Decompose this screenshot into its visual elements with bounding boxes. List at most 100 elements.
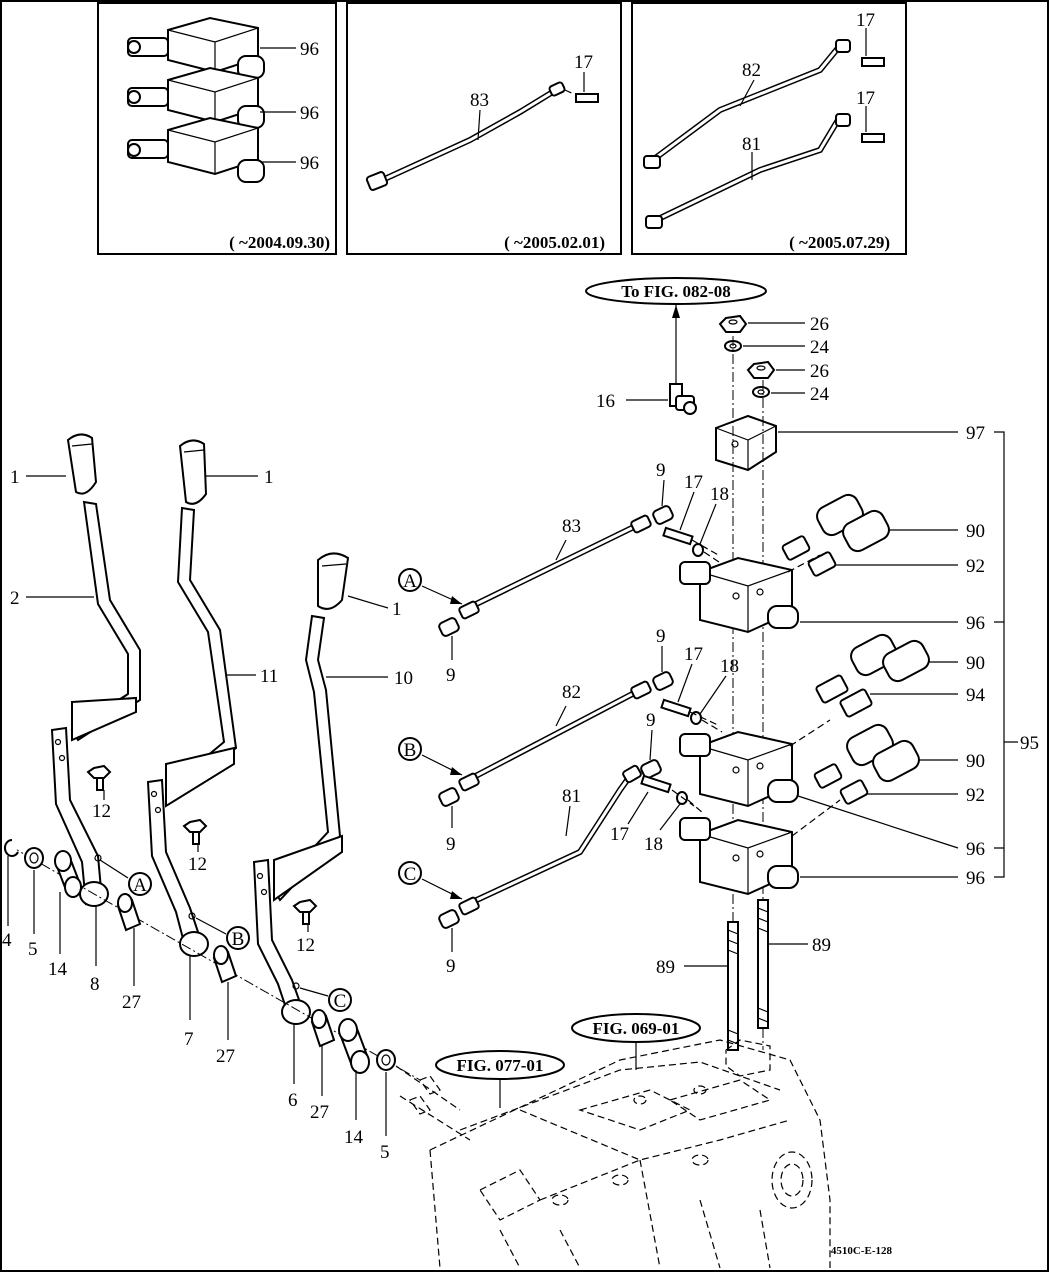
callout-89b: 89	[812, 935, 831, 956]
bushing-14-b	[338, 1018, 370, 1074]
callout-83: 83	[562, 516, 581, 537]
arm-7	[146, 778, 209, 957]
callout-92b: 92	[966, 785, 985, 806]
svg-text:B: B	[232, 929, 245, 950]
callout-16: 16	[596, 391, 615, 412]
callout-5b: 5	[380, 1142, 390, 1163]
bolt-12-a	[86, 764, 112, 791]
callout-inset2-83: 83	[470, 90, 489, 111]
pin-17-b	[660, 698, 692, 718]
lever-11	[164, 506, 238, 808]
ref-to-fig-label: To FIG. 082-08	[621, 282, 730, 301]
stud-89-b	[757, 899, 769, 1029]
bushing-27-a	[116, 893, 142, 932]
adapter-94	[815, 674, 873, 718]
callout-96b: 96	[966, 839, 985, 860]
callout-94: 94	[966, 685, 986, 706]
callout-17a: 17	[684, 472, 703, 493]
callout-12a: 12	[92, 801, 111, 822]
washer-18-b	[690, 711, 702, 725]
svg-text:C: C	[334, 991, 347, 1012]
stud-89-a	[727, 921, 739, 1051]
marker-c-right: C	[398, 861, 463, 900]
nut-26-a	[718, 314, 748, 333]
callout-inset1-96a: 96	[300, 39, 319, 60]
washer-18-a	[692, 543, 704, 557]
callout-24b: 24	[810, 384, 830, 405]
callout-6: 6	[288, 1090, 298, 1111]
valve-section-upper	[679, 556, 799, 634]
inset-valve-2	[127, 66, 265, 129]
valve-section-middle	[679, 730, 799, 808]
inset-valve-1	[127, 16, 265, 79]
bolt-12-c	[292, 898, 318, 925]
svg-text:A: A	[133, 875, 147, 896]
callout-inset1-96b: 96	[300, 103, 319, 124]
ref-fig-077-01[interactable]: FIG. 077-01	[435, 1050, 565, 1080]
callout-81: 81	[562, 786, 581, 807]
knob-1-a	[66, 433, 98, 495]
callout-9c: 9	[656, 626, 666, 647]
pin-17-a	[662, 526, 694, 546]
drawing-code: 4510C-E-128	[831, 1245, 893, 1257]
marker-b-left: B	[195, 917, 250, 950]
callout-1a: 1	[10, 467, 20, 488]
callout-17c: 17	[610, 824, 629, 845]
marker-a-left: A	[99, 859, 152, 896]
knob-1-c	[317, 552, 350, 610]
callout-11: 11	[260, 666, 278, 687]
rod-82	[438, 671, 674, 807]
callout-9d: 9	[646, 710, 656, 731]
callout-9e: 9	[446, 834, 456, 855]
callout-18a: 18	[710, 484, 729, 505]
elbow-fitting-16	[669, 383, 697, 415]
callout-inset1-96c: 96	[300, 153, 319, 174]
callout-inset2-17: 17	[574, 52, 593, 73]
bushing-14-a	[54, 850, 82, 898]
pin-17-c	[640, 774, 672, 794]
callout-14b: 14	[344, 1127, 364, 1148]
inset-panel-1: 96 96 96 ( ~2004.09.30)	[97, 2, 337, 255]
callout-96a: 96	[966, 613, 985, 634]
callout-82: 82	[562, 682, 581, 703]
marker-c-left: C	[299, 987, 352, 1012]
callout-18b: 18	[720, 656, 739, 677]
callout-26b: 26	[810, 361, 829, 382]
callout-7: 7	[184, 1029, 194, 1050]
ref-fig-069-01[interactable]: FIG. 069-01	[571, 1013, 701, 1043]
inset-panel-3: 17 82 17 81 ( ~2005.07.29)	[631, 2, 907, 255]
arm-8	[50, 726, 109, 907]
callout-97: 97	[966, 423, 985, 444]
lever-10	[272, 614, 343, 902]
coupler-90-c	[846, 723, 920, 783]
callout-inset3-81: 81	[742, 134, 761, 155]
callout-27b: 27	[216, 1046, 235, 1067]
inset2-date: ( ~2005.02.01)	[504, 233, 605, 252]
washer-24-b	[752, 386, 770, 398]
callout-1c: 1	[392, 599, 402, 620]
washer-5-b	[376, 1049, 396, 1071]
callout-9a: 9	[656, 460, 666, 481]
snap-ring-4	[3, 838, 19, 857]
callout-9f: 9	[446, 956, 456, 977]
callout-5a: 5	[28, 939, 38, 960]
marker-a-right: A	[398, 568, 463, 605]
callout-95: 95	[1020, 733, 1039, 754]
svg-text:C: C	[404, 864, 417, 885]
callout-inset3-17b: 17	[856, 88, 875, 109]
coupler-90-a	[816, 493, 890, 553]
inset-valve-3	[127, 116, 265, 183]
ref-fig-077-label: FIG. 077-01	[457, 1056, 544, 1075]
callout-89a: 89	[656, 957, 675, 978]
knob-1-b	[178, 439, 208, 505]
ref-fig-069-label: FIG. 069-01	[593, 1019, 680, 1038]
callout-24a: 24	[810, 337, 830, 358]
adapter-92-b	[813, 763, 869, 805]
callout-8: 8	[90, 974, 100, 995]
callout-26a: 26	[810, 314, 829, 335]
valve-section-lower	[679, 817, 799, 896]
callout-90a: 90	[966, 521, 985, 542]
ref-to-fig-082-08[interactable]: To FIG. 082-08	[585, 277, 767, 305]
